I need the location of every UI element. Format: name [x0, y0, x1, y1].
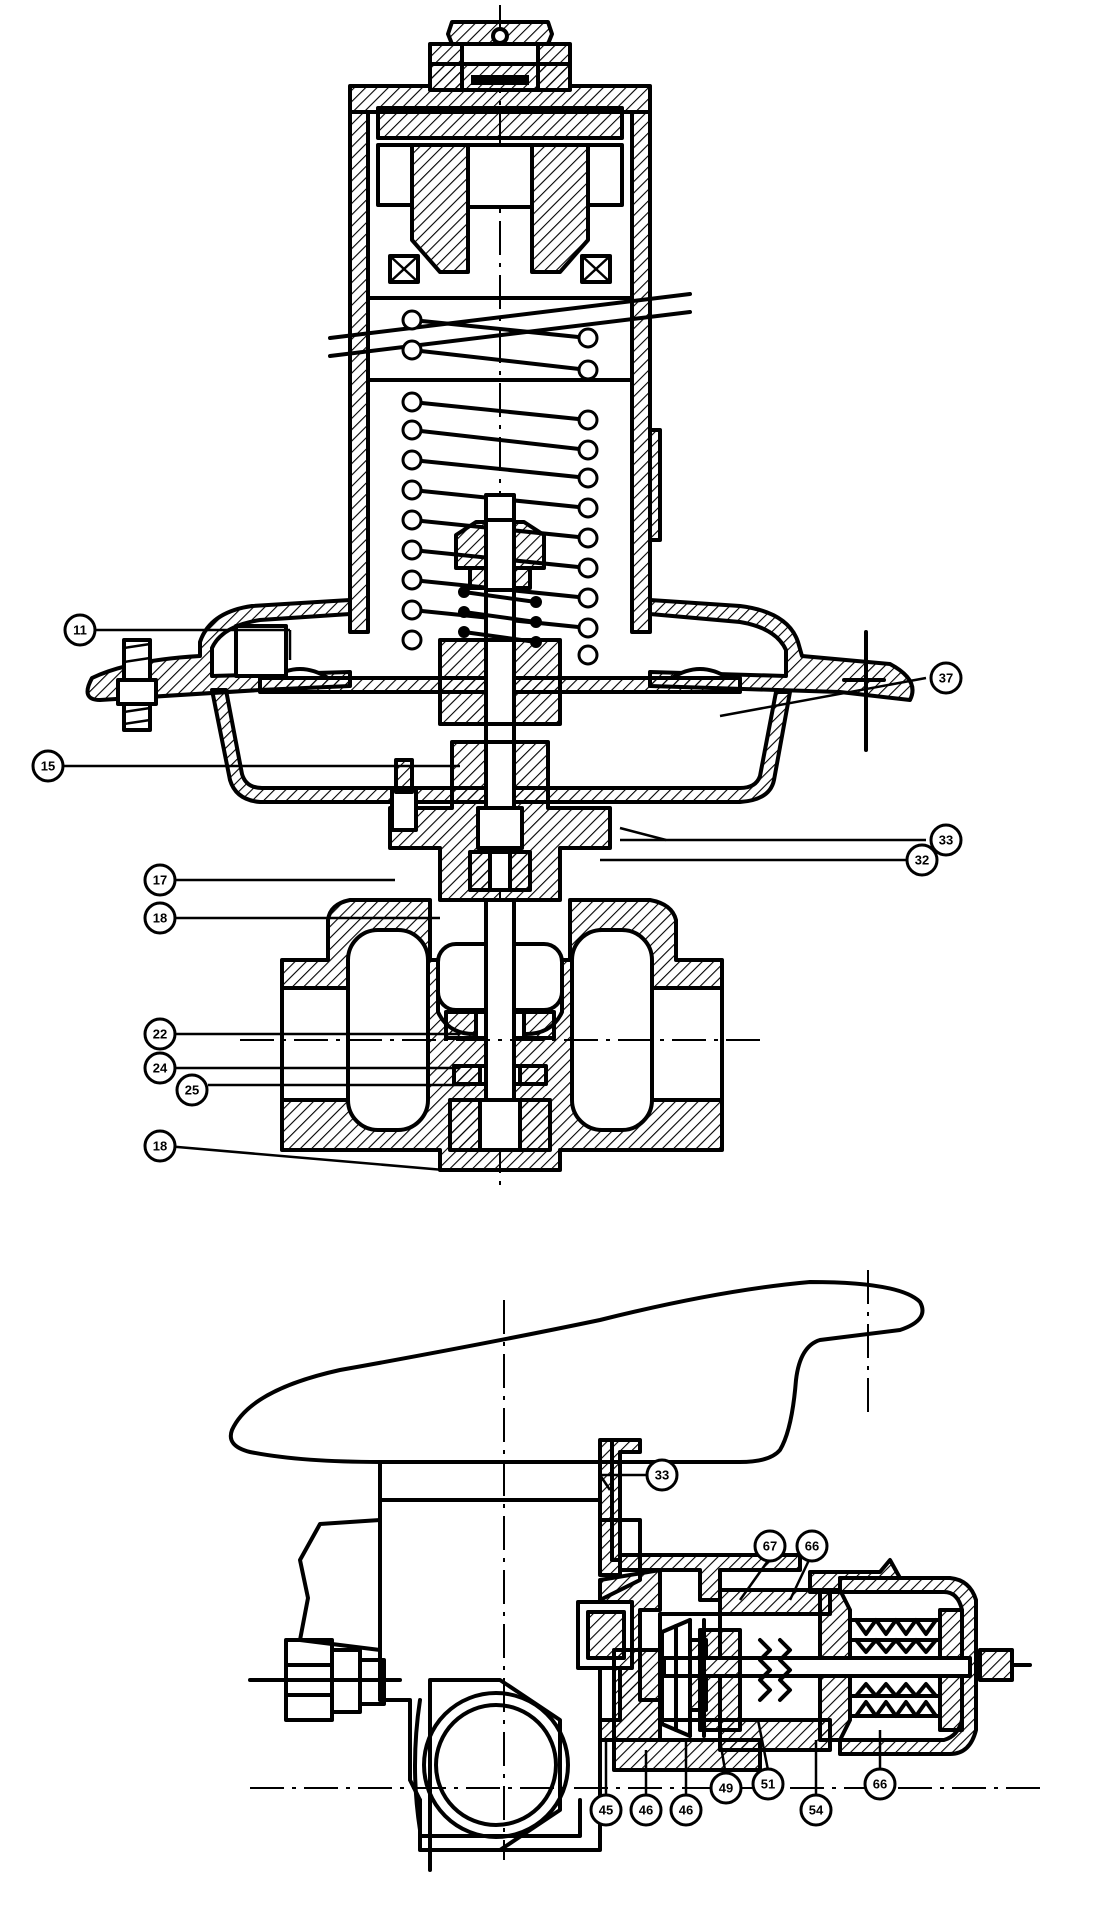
callout-24: 24	[143, 1051, 177, 1085]
callout-17: 17	[143, 863, 177, 897]
svg-text:33: 33	[939, 833, 953, 848]
svg-text:66: 66	[805, 1539, 819, 1554]
pilot-bonnet	[598, 1438, 802, 1602]
svg-text:54: 54	[809, 1803, 824, 1818]
callout-66-lower: 66	[863, 1767, 897, 1801]
flange-bolt	[116, 638, 158, 732]
callout-22: 22	[143, 1017, 177, 1051]
upper-regulator-view	[54, 5, 927, 1190]
callout-46-first: 46	[629, 1793, 663, 1827]
top-cap	[348, 20, 652, 114]
svg-text:46: 46	[679, 1803, 693, 1818]
lower-pilot-view	[228, 1270, 1040, 1872]
valve-body	[280, 898, 724, 1172]
svg-text:33: 33	[655, 1468, 669, 1483]
svg-text:15: 15	[41, 759, 55, 774]
diaphragm-cap-outline	[228, 1280, 925, 1464]
callout-11: 11	[63, 613, 97, 647]
callout-45: 45	[589, 1793, 623, 1827]
svg-text:18: 18	[153, 911, 167, 926]
svg-text:45: 45	[599, 1803, 613, 1818]
callout-25: 25	[175, 1073, 209, 1107]
svg-text:46: 46	[639, 1803, 653, 1818]
callout-33-upper: 33	[929, 823, 963, 857]
pilot-inner-spring	[758, 1638, 792, 1702]
callout-33-lower: 33	[645, 1458, 679, 1492]
svg-text:67: 67	[763, 1539, 777, 1554]
pilot-spring-right	[848, 1618, 940, 1718]
callout-49: 49	[709, 1771, 743, 1805]
callout-32: 32	[905, 843, 939, 877]
svg-text:18: 18	[153, 1139, 167, 1154]
svg-text:17: 17	[153, 873, 167, 888]
callout-66-upper: 66	[795, 1529, 829, 1563]
callout-18-upper: 18	[143, 901, 177, 935]
svg-text:25: 25	[185, 1083, 199, 1098]
valve-bonnet	[388, 740, 612, 902]
callout-54: 54	[799, 1793, 833, 1827]
callout-67: 67	[753, 1529, 787, 1563]
callout-46-second: 46	[669, 1793, 703, 1827]
pilot-leader-lines	[598, 1473, 882, 1796]
pilot-spring-left	[660, 1618, 742, 1738]
svg-text:32: 32	[915, 853, 929, 868]
upper-leader-lines	[54, 628, 927, 1172]
svg-text:11: 11	[73, 623, 87, 638]
tube-fitting	[248, 1638, 402, 1722]
callout-51: 51	[751, 1767, 785, 1801]
svg-text:37: 37	[939, 671, 953, 686]
callout-18-lower: 18	[143, 1129, 177, 1163]
main-spring	[401, 309, 599, 666]
svg-text:24: 24	[153, 1061, 168, 1076]
spring-housing	[328, 106, 692, 634]
callout-37: 37	[929, 661, 963, 695]
hex-plug	[413, 1678, 570, 1852]
svg-text:49: 49	[719, 1781, 733, 1796]
svg-text:51: 51	[761, 1777, 775, 1792]
svg-text:66: 66	[873, 1777, 887, 1792]
callout-15: 15	[31, 749, 65, 783]
svg-text:22: 22	[153, 1027, 167, 1042]
